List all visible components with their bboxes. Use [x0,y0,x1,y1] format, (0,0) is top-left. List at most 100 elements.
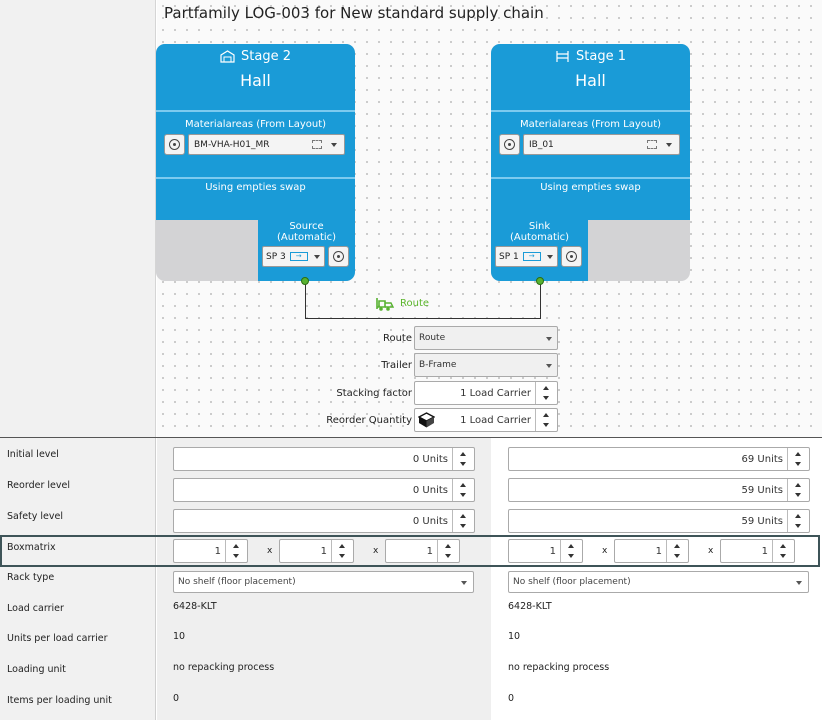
connector-line [305,284,306,319]
loading-unit-label: Loading unit [7,664,66,675]
stage-card-left[interactable]: Stage 2 Hall Materialareas (From Layout)… [156,44,355,281]
trailer-select[interactable]: B-Frame [414,353,558,377]
stage-card-right[interactable]: Stage 1 Hall Materialareas (From Layout)… [491,44,690,281]
chevron-down-icon[interactable] [543,423,549,427]
stage-header[interactable]: Stage 1 Hall [491,44,690,110]
chevron-up-icon[interactable] [568,544,574,548]
chevron-down-icon[interactable] [568,554,574,558]
stacking-factor-label: Stacking factor [336,388,412,399]
loading-unit-value-right: no repacking process [508,662,610,673]
route-connector[interactable]: Route [374,296,429,311]
chevron-down-icon[interactable] [339,554,345,558]
route-select[interactable]: Route [414,326,558,350]
source-port[interactable]: Source(Automatic) SP 3 → [258,214,355,281]
stepper-buttons[interactable] [772,540,794,562]
boxmatrix-z-stepper-left[interactable]: 1 [385,539,460,563]
stepper-buttons[interactable] [535,409,557,431]
stage-type: Hall [575,71,606,90]
stage-type: Hall [240,71,271,90]
chevron-up-icon[interactable] [543,413,549,417]
chevron-up-icon[interactable] [780,544,786,548]
chevron-down-icon[interactable] [460,493,466,497]
stepper-buttons[interactable] [225,540,247,562]
chevron-down-icon[interactable] [460,524,466,528]
rack-type-select-right[interactable]: No shelf (floor placement) [508,571,809,593]
boxmatrix-z-stepper-right[interactable]: 1 [720,539,795,563]
initial-level-stepper-left[interactable]: 0 Units [173,447,475,471]
target-button[interactable] [328,246,349,267]
stepper-buttons[interactable] [437,540,459,562]
stepper-buttons[interactable] [452,448,474,470]
chevron-up-icon[interactable] [543,386,549,390]
table-label-column [0,438,156,720]
chevron-up-icon[interactable] [795,452,801,456]
reorder-level-value: 59 Units [741,485,783,496]
rack-type-value: No shelf (floor placement) [178,577,296,587]
chevron-down-icon[interactable] [795,493,801,497]
safety-level-stepper-right[interactable]: 59 Units [508,509,810,533]
stacking-factor-stepper[interactable]: 1 Load Carrier [414,381,558,405]
supply-point-select[interactable]: SP 1 → [495,246,558,267]
stepper-buttons[interactable] [666,540,688,562]
reorder-level-stepper-left[interactable]: 0 Units [173,478,475,502]
supply-point-select[interactable]: SP 3 → [262,246,325,267]
chevron-up-icon[interactable] [674,544,680,548]
boxmatrix-x-stepper-left[interactable]: 1 [173,539,248,563]
chevron-up-icon[interactable] [795,514,801,518]
boxmatrix-x-stepper-right[interactable]: 1 [508,539,583,563]
chevron-up-icon[interactable] [460,452,466,456]
stepper-buttons[interactable] [787,510,809,532]
reorder-quantity-stepper[interactable]: 1 Load Carrier [414,408,558,432]
route-label: Route [400,298,430,309]
target-button[interactable] [561,246,582,267]
connector-line [540,284,541,319]
chevron-down-icon[interactable] [795,524,801,528]
safety-level-stepper-left[interactable]: 0 Units [173,509,475,533]
materialarea-select[interactable]: IB_01 [523,134,680,155]
connector-dot[interactable] [536,277,544,285]
sink-port[interactable]: Sink(Automatic) SP 1 → [491,214,588,281]
stepper-buttons[interactable] [787,448,809,470]
chevron-up-icon[interactable] [233,544,239,548]
boxmatrix-value: 1 [655,546,662,557]
boxmatrix-y-stepper-right[interactable]: 1 [614,539,689,563]
load-carrier-value-left: 6428-KLT [173,601,217,612]
target-button[interactable] [499,134,520,155]
chevron-down-icon[interactable] [543,396,549,400]
chevron-down-icon[interactable] [233,554,239,558]
reorder-level-stepper-right[interactable]: 59 Units [508,478,810,502]
stepper-buttons[interactable] [452,510,474,532]
reorder-quantity-value: 1 Load Carrier [460,415,531,426]
materialareas-label: Materialareas (From Layout) [519,119,662,130]
chevron-down-icon[interactable] [445,554,451,558]
stepper-buttons[interactable] [331,540,353,562]
stepper-buttons[interactable] [535,382,557,404]
materialarea-select[interactable]: BM-VHA-H01_MR [188,134,345,155]
chevron-down-icon [314,255,320,259]
rack-type-select-left[interactable]: No shelf (floor placement) [173,571,474,593]
stepper-buttons[interactable] [560,540,582,562]
materialarea-value: IB_01 [529,139,554,150]
chevron-down-icon[interactable] [780,554,786,558]
chevron-up-icon[interactable] [445,544,451,548]
stepper-buttons[interactable] [452,479,474,501]
target-button[interactable] [164,134,185,155]
chevron-up-icon[interactable] [460,514,466,518]
initial-level-stepper-right[interactable]: 69 Units [508,447,810,471]
chevron-down-icon[interactable] [460,462,466,466]
initial-level-value: 0 Units [412,454,448,465]
chevron-up-icon[interactable] [339,544,345,548]
chevron-down-icon[interactable] [795,462,801,466]
supply-point-value: SP 3 [266,251,286,262]
stage-header[interactable]: Stage 2 Hall [156,44,355,110]
boxmatrix-label: Boxmatrix [7,542,56,553]
chevron-up-icon[interactable] [795,483,801,487]
chevron-up-icon[interactable] [460,483,466,487]
stepper-buttons[interactable] [787,479,809,501]
materialareas-section: Materialareas (From Layout) IB_01 [491,112,690,220]
safety-level-value: 59 Units [741,516,783,527]
divider [491,110,690,112]
chevron-down-icon[interactable] [674,554,680,558]
boxmatrix-y-stepper-left[interactable]: 1 [279,539,354,563]
connector-dot[interactable] [301,277,309,285]
